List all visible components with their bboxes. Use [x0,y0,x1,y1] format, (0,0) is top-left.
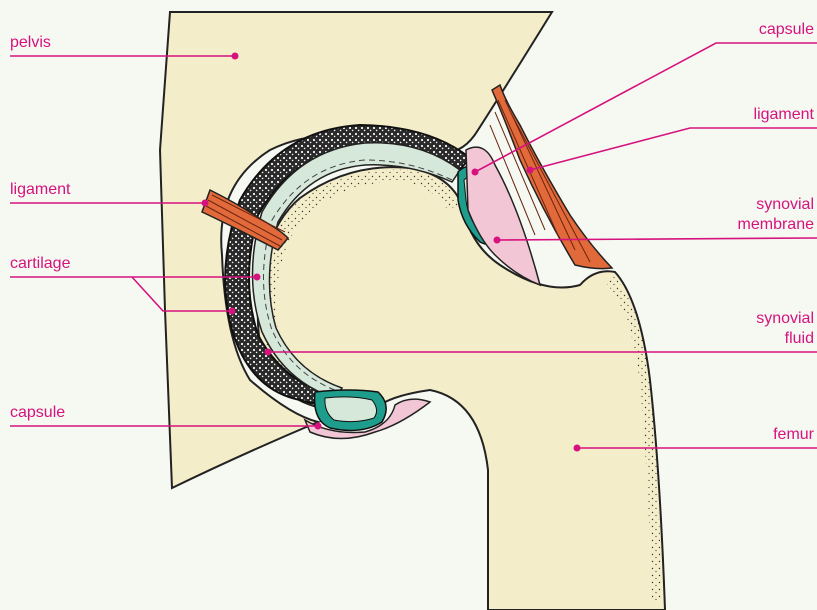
label-pelvis: pelvis [10,34,51,51]
label-capsule-left: capsule [10,404,65,421]
label-synovial-membrane-line1: synovial [756,196,814,213]
leader-capsule-right-dot [472,169,479,176]
leader-ligament-left-dot [202,200,209,207]
leader-ligament-right [530,128,817,170]
label-femur: femur [773,426,815,443]
label-cartilage: cartilage [10,255,71,272]
label-capsule-right: capsule [759,21,814,38]
leader-femur-dot [574,445,581,452]
leader-synovial-membrane-dot [494,237,501,244]
leader-synovial-membrane [497,238,817,240]
label-synovial-fluid-line1: synovial [756,310,814,327]
leader-cartilage-2-dot [229,308,236,315]
label-synovial-fluid-line2: fluid [785,330,814,347]
leader-ligament-right-dot [527,167,534,174]
leader-capsule-left-dot [315,423,322,430]
label-synovial-membrane-line2: membrane [738,216,815,233]
synovial-membrane-lower-inner [325,397,377,422]
label-ligament-right: ligament [754,106,815,123]
leader-pelvis-dot [232,53,239,60]
leader-cartilage-1-dot [254,274,261,281]
leader-synovial-fluid-dot [265,349,272,356]
label-ligament-left: ligament [10,181,71,198]
